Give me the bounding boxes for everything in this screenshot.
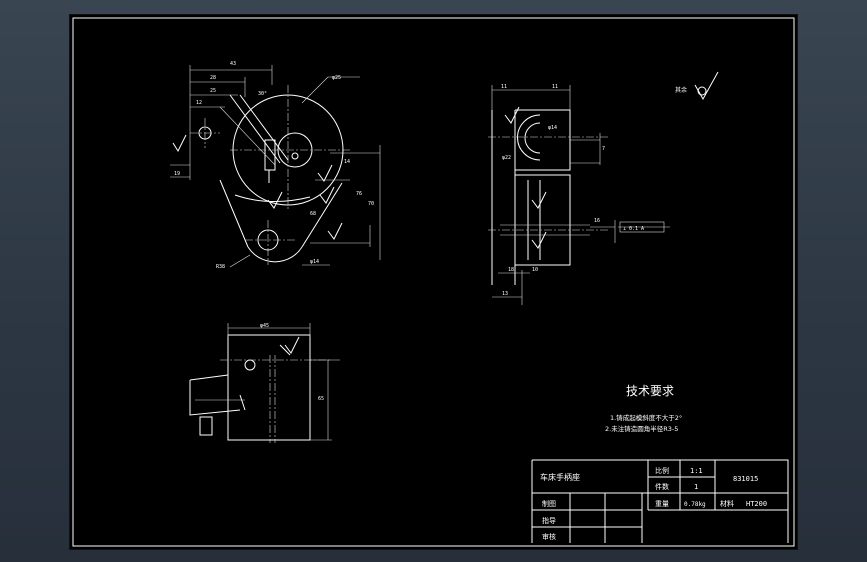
side-view: 11 11 φ14 φ22 7 16 ⊥ 0.1 A 18 10 13 xyxy=(488,84,670,305)
cad-drawing-canvas: 43 28 25 30° 12 19 φ25 14 70 76 68 φ14 R… xyxy=(72,17,795,547)
front-view: 43 28 25 30° 12 19 φ25 14 70 76 68 φ14 R… xyxy=(170,61,381,270)
dim-19: 19 xyxy=(174,171,180,177)
dim-76: 76 xyxy=(356,191,362,197)
tech-title: 技术要求 xyxy=(626,384,674,398)
dim-12: 12 xyxy=(196,100,202,106)
dim-14: 14 xyxy=(344,159,350,165)
review-label: 审核 xyxy=(542,532,556,541)
drawing-frame xyxy=(72,17,795,547)
qty-value: 1 xyxy=(694,483,698,491)
dim-68: 68 xyxy=(310,211,316,217)
material-value: HT200 xyxy=(746,500,767,508)
dim-28: 28 xyxy=(210,75,216,81)
scale-value: 1:1 xyxy=(690,467,703,475)
guide-label: 指导 xyxy=(542,516,556,525)
tech-item-1: 1.铸成起模斜度不大于2° xyxy=(610,413,682,422)
dim-43: 43 xyxy=(230,61,236,67)
dim-13: 13 xyxy=(502,291,508,297)
roughness-note: 其余 xyxy=(675,71,719,101)
dim-7: 7 xyxy=(602,146,605,152)
title-block: 车床手柄座 比例 1:1 件数 1 831015 重量 0.78kg 材料 HT… xyxy=(531,459,789,543)
tolerance-frame: ⊥ 0.1 A xyxy=(623,226,644,232)
drawn-label: 制图 xyxy=(542,499,556,508)
dim-18: 18 xyxy=(508,267,514,273)
material-label: 材料 xyxy=(720,499,734,508)
dim-70: 70 xyxy=(368,201,374,207)
tech-item-2: 2.未注铸造圆角半径R3-5 xyxy=(605,424,678,433)
dim-phi14: φ14 xyxy=(310,259,319,265)
dim-11a: 11 xyxy=(501,84,507,90)
dim-30deg: 30° xyxy=(258,91,267,97)
part-name: 车床手柄座 xyxy=(540,472,580,482)
dim-r38: R38 xyxy=(216,264,225,270)
drawing-viewport[interactable]: 43 28 25 30° 12 19 φ25 14 70 76 68 φ14 R… xyxy=(70,15,797,549)
technical-requirements: 技术要求 1.铸成起模斜度不大于2° 2.未注铸造圆角半径R3-5 xyxy=(605,384,682,433)
top-view: φ45 65 xyxy=(189,323,340,443)
dim-16: 16 xyxy=(594,218,600,224)
dim-11b: 11 xyxy=(552,84,558,90)
dim-25: 25 xyxy=(210,88,216,94)
weight-label: 重量 xyxy=(655,500,669,508)
qty-label: 件数 xyxy=(655,482,669,491)
dim-phi22: φ22 xyxy=(502,155,511,161)
drawing-number: 831015 xyxy=(733,475,758,483)
roughness-note-text: 其余 xyxy=(675,86,687,94)
dim-phi25: φ25 xyxy=(332,75,341,81)
weight-value: 0.78kg xyxy=(684,501,706,508)
dim-phi14-side: φ14 xyxy=(548,125,557,131)
dim-phi45: φ45 xyxy=(260,323,269,329)
dim-10: 10 xyxy=(532,267,538,273)
scale-label: 比例 xyxy=(655,466,669,475)
dim-65: 65 xyxy=(318,396,324,402)
